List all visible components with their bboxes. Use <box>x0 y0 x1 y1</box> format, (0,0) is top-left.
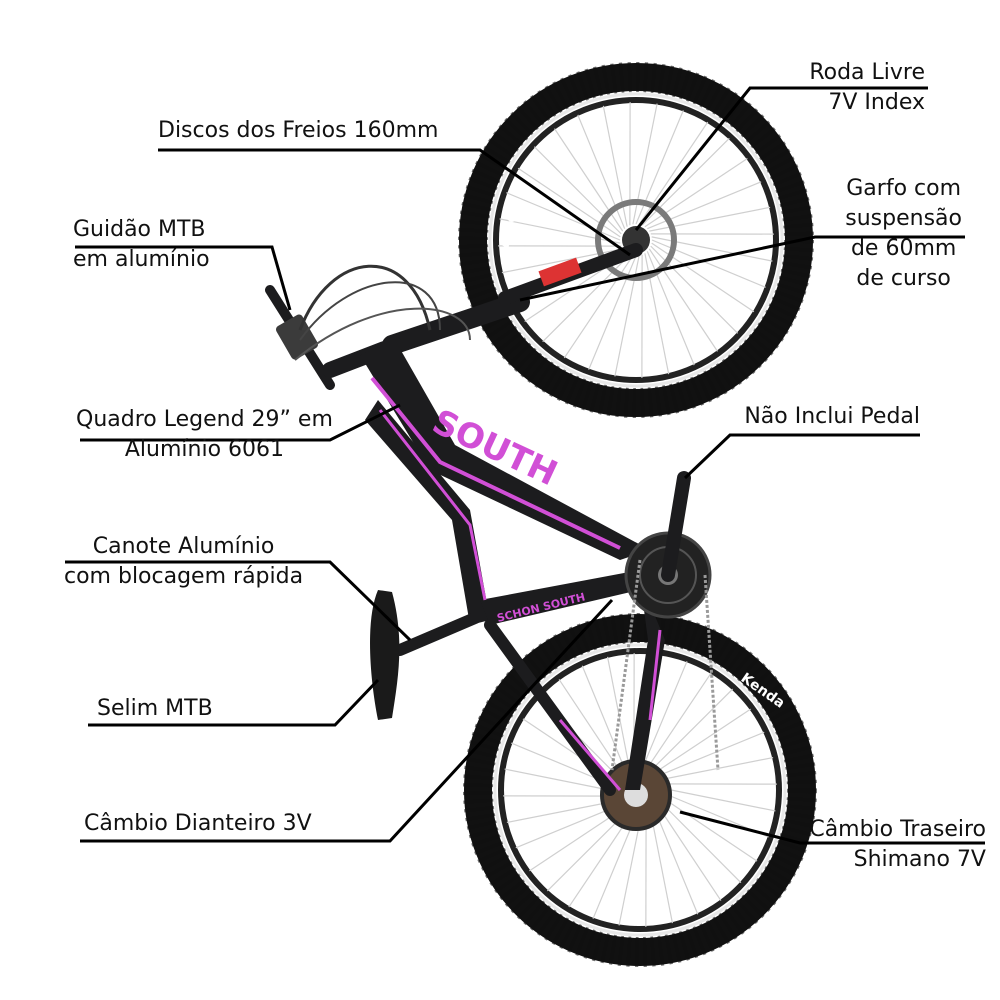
label-guidao-line1: Guidão MTB <box>73 217 206 242</box>
label-guidao-line2: em alumínio <box>73 247 210 272</box>
leader-pedal <box>683 433 920 480</box>
front-brake-disc <box>595 199 677 281</box>
wheel-spoke <box>653 756 774 782</box>
label-selim: Selim MTB <box>97 694 213 724</box>
leader-discos <box>158 148 631 257</box>
chain <box>610 559 720 771</box>
wheel-spoke <box>639 661 688 775</box>
label-cambio-traseiro-line1: Câmbio Traseiro <box>809 817 986 842</box>
label-pedal-line1: Não Inclui Pedal <box>744 404 920 429</box>
label-garfo-line4: de curso <box>856 266 951 291</box>
label-cambio-traseiro: Câmbio Traseiro Shimano 7V <box>809 815 986 875</box>
wheel-spoke <box>651 731 765 780</box>
wheel-spoke <box>648 708 751 778</box>
label-discos: Discos dos Freios 160mm <box>158 116 438 146</box>
wheel-spoke <box>655 792 758 862</box>
wheel-spoke <box>606 656 632 777</box>
leader-guidao <box>75 245 292 311</box>
leader-canote <box>65 560 412 642</box>
wheel-spoke <box>642 672 712 775</box>
label-cambio-dianteiro-line1: Câmbio Dianteiro 3V <box>84 811 312 836</box>
label-garfo-line3: de 60mm <box>850 236 957 261</box>
wheel-spoke <box>654 795 742 884</box>
label-quadro-line2: Alumínio 6061 <box>124 437 285 462</box>
wheel-spoke <box>581 665 630 779</box>
leader-cambio-dianteiro <box>80 598 614 843</box>
frame: SOUTH SCHON SOUTH <box>360 340 665 796</box>
suspension-fork <box>382 243 643 355</box>
label-canote: Canote Alumínio com blocagem rápida <box>64 532 303 592</box>
label-roda-livre: Roda Livre 7V Index <box>809 58 925 118</box>
wheel-spoke <box>655 786 776 812</box>
label-cambio-traseiro-line2: Shimano 7V <box>853 847 986 872</box>
label-garfo-line2: suspensão <box>845 206 962 231</box>
label-pedal: Não Inclui Pedal <box>744 402 920 432</box>
wheel-spoke <box>558 679 628 782</box>
label-quadro: Quadro Legend 29” em Alumínio 6061 <box>76 405 333 465</box>
crankset <box>624 471 712 619</box>
label-garfo: Garfo com suspensão de 60mm de curso <box>845 174 962 294</box>
label-discos-line1: Discos dos Freios 160mm <box>158 118 439 143</box>
label-canote-line2: com blocagem rápida <box>64 564 304 589</box>
leader-selim <box>88 678 380 727</box>
label-roda-livre-line2: 7V Index <box>828 90 925 115</box>
label-cambio-dianteiro: Câmbio Dianteiro 3V <box>84 809 312 839</box>
label-guidao: Guidão MTB em alumínio <box>73 215 210 275</box>
label-canote-line1: Canote Alumínio <box>92 534 275 559</box>
leader-cambio-traseiro <box>679 810 985 845</box>
leader-quadro <box>80 403 401 442</box>
label-quadro-line1: Quadro Legend 29” em <box>76 407 333 432</box>
wheel-spoke <box>645 688 734 776</box>
label-selim-line1: Selim MTB <box>97 696 213 721</box>
label-garfo-line1: Garfo com <box>846 176 962 201</box>
label-roda-livre-line1: Roda Livre <box>809 60 925 85</box>
leader-roda-livre <box>634 86 928 231</box>
front-rim-brand: Aero <box>498 211 520 250</box>
leader-garfo <box>519 235 965 302</box>
